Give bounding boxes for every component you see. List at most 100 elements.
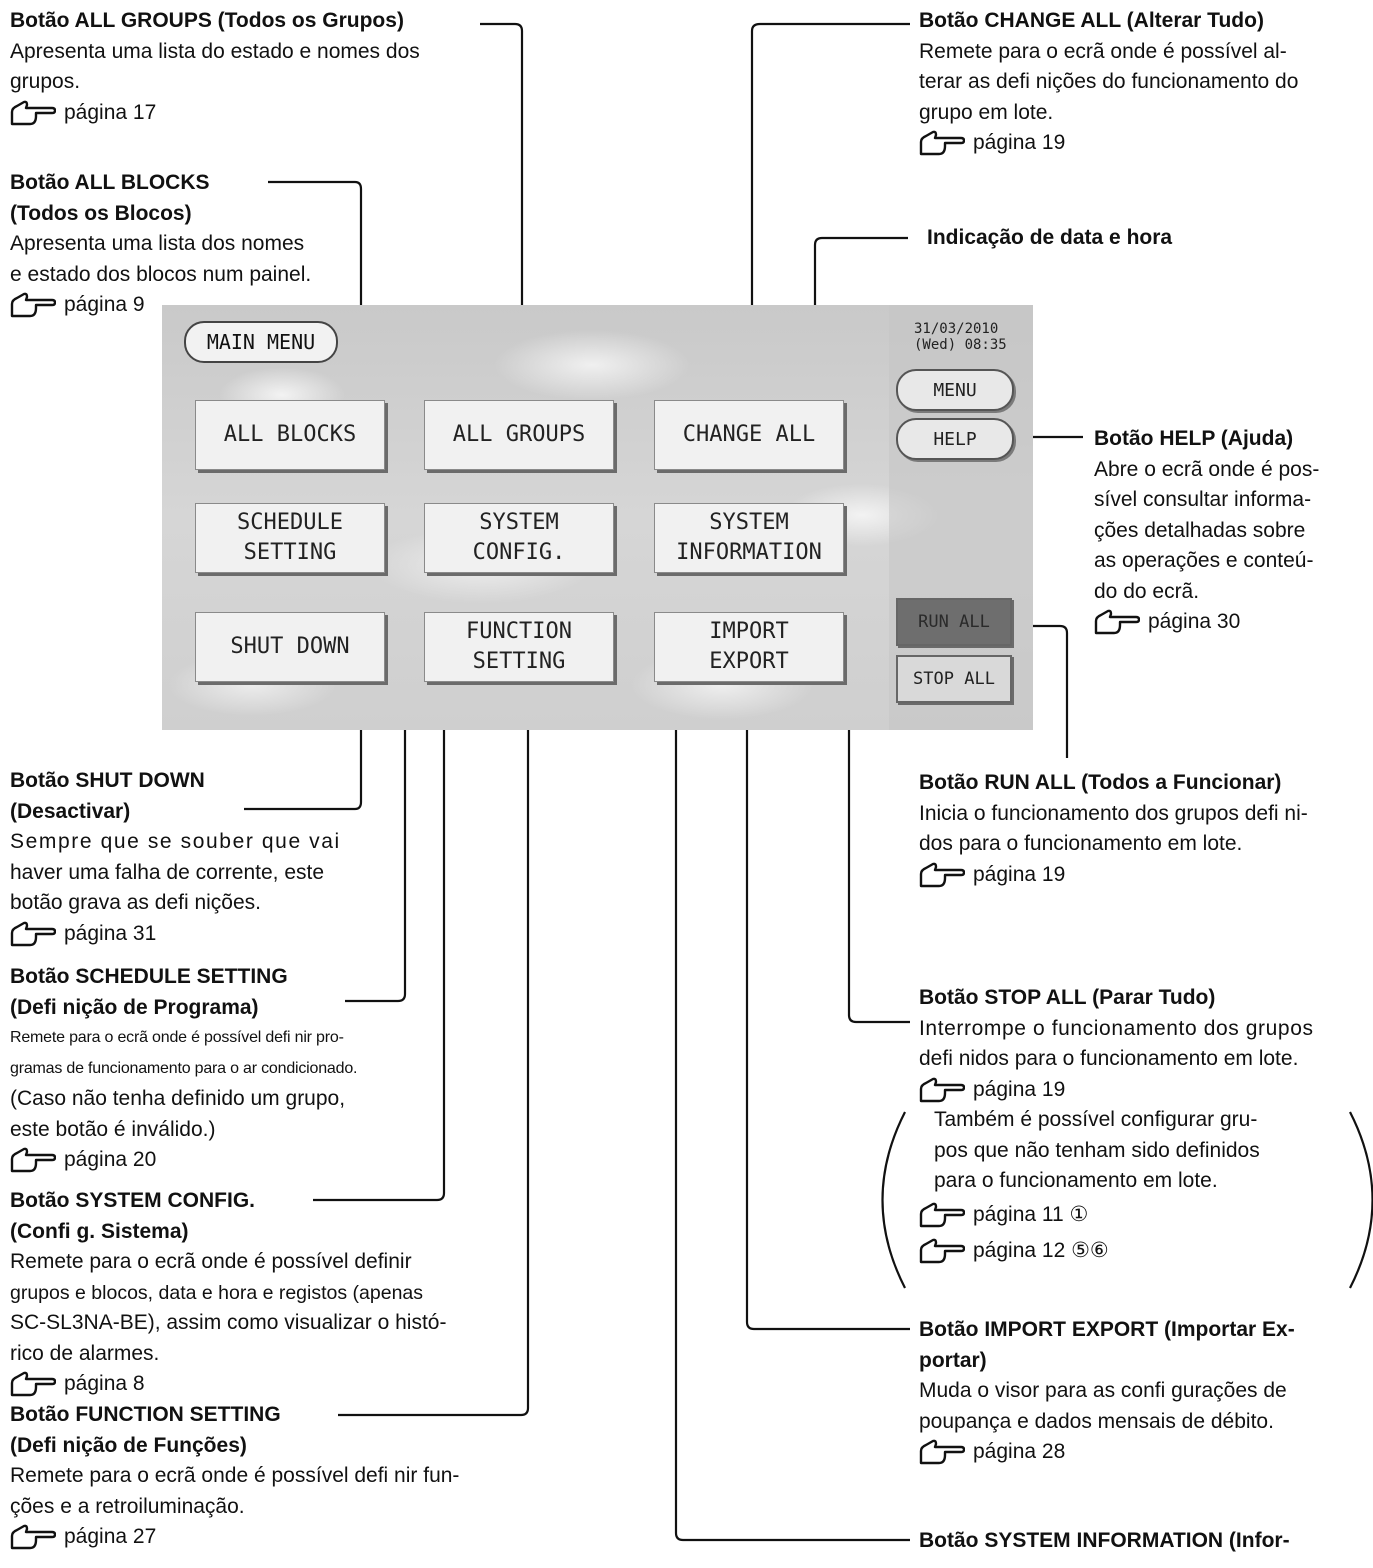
annotation-line: Apresenta uma lista dos nomes — [10, 232, 305, 255]
annotation-line: Remete para o ecrã onde é possível defin… — [10, 1250, 412, 1273]
annotation-line: grupos e blocos, data e hora e registos … — [10, 1281, 424, 1304]
page-reference: página 17 — [10, 98, 490, 129]
pointing-hand-icon — [10, 1371, 56, 1397]
annotation-subtitle: (Defi nição de Programa) — [10, 995, 259, 1019]
pointing-hand-icon — [10, 1524, 56, 1550]
page-reference: página 19 — [919, 860, 1369, 891]
annotation-title: Botão HELP (Ajuda) — [1094, 427, 1294, 450]
annotation-help: Botão HELP (Ajuda) Abre o ecrã onde é po… — [1094, 424, 1364, 638]
annotation-line: ções detalhadas sobre — [1094, 518, 1306, 542]
annotation-line: sível consultar informa- — [1094, 488, 1312, 511]
annotation-line: terar as defi nições do funcionamento do — [919, 70, 1299, 93]
page-reference: página 9 — [10, 290, 370, 321]
annotation-schedule-setting: Botão SCHEDULE SETTING (Defi nição de Pr… — [10, 962, 450, 1176]
annotation-line: grupos. — [10, 70, 81, 93]
help-button[interactable]: HELP — [896, 418, 1014, 460]
import-export-button[interactable]: IMPORT EXPORT — [654, 612, 844, 682]
annotation-function-setting: Botão FUNCTION SETTING (Defi nição de Fu… — [10, 1400, 530, 1553]
annotation-line: Apresenta uma lista do estado e nomes do… — [10, 39, 420, 63]
page-reference: página 30 — [1094, 607, 1364, 638]
annotation-title: Botão SCHEDULE SETTING — [10, 965, 288, 988]
all-groups-button[interactable]: ALL GROUPS — [424, 400, 614, 470]
annotation-line: Remete para o ecrã onde é possível al- — [919, 39, 1287, 63]
main-menu-screen: MAIN MENU 31/03/2010 (Wed) 08:35 ALL BLO… — [162, 305, 1033, 730]
page-reference: página 28 — [919, 1437, 1369, 1468]
system-information-button[interactable]: SYSTEM INFORMATION — [654, 503, 844, 573]
page-reference: página 31 — [10, 919, 400, 950]
system-config-button[interactable]: SYSTEM CONFIG. — [424, 503, 614, 573]
pointing-hand-icon — [919, 1238, 965, 1264]
annotation-date-time: Indicação de data e hora — [927, 223, 1327, 254]
annotation-title: Botão ALL GROUPS (Todos os Grupos) — [10, 9, 404, 32]
annotation-line: Remete para o ecrã onde é possível defi … — [10, 1029, 344, 1046]
annotation-title: Botão SYSTEM CONFIG. — [10, 1189, 256, 1212]
annotation-title: Indicação de data e hora — [927, 226, 1173, 249]
time-text: (Wed) 08:35 — [914, 337, 1007, 353]
pointing-hand-icon — [919, 1439, 965, 1465]
annotation-line: este botão é inválido.) — [10, 1117, 216, 1141]
annotation-title: Botão SHUT DOWN — [10, 769, 205, 792]
annotation-line: SC-SL3NA-BE), assim como visualizar o hi… — [10, 1311, 447, 1334]
annotation-stop-all: Botão STOP ALL (Parar Tudo) Interrompe o… — [919, 983, 1369, 1267]
annotation-title: Botão FUNCTION SETTING — [10, 1403, 281, 1426]
menu-button[interactable]: MENU — [896, 369, 1014, 411]
pointing-hand-icon — [1094, 609, 1140, 635]
annotation-title: Botão SYSTEM INFORMATION (Infor- — [919, 1529, 1290, 1552]
date-text: 31/03/2010 — [914, 321, 999, 337]
annotation-line: Sempre que se souber que vai — [10, 830, 341, 853]
run-all-button[interactable]: RUN ALL — [896, 598, 1012, 646]
page-reference: página 12 ⑤⑥ — [919, 1236, 1369, 1267]
annotation-subtitle: (Desactivar) — [10, 799, 131, 823]
annotation-line: Muda o visor para as confi gurações de — [919, 1379, 1287, 1402]
page-reference: página 11 ① — [919, 1200, 1369, 1231]
annotation-subtitle: (Confi g. Sistema) — [10, 1219, 189, 1243]
annotation-system-information: Botão SYSTEM INFORMATION (Infor- — [919, 1526, 1369, 1557]
all-blocks-button[interactable]: ALL BLOCKS — [195, 400, 385, 470]
annotation-subtitle: portar) — [919, 1348, 987, 1372]
stop-all-button[interactable]: STOP ALL — [896, 655, 1012, 703]
annotation-title: Botão IMPORT EXPORT (Importar Ex- — [919, 1318, 1295, 1341]
page-reference: página 19 — [919, 1075, 1369, 1106]
annotation-line: pos que não tenham sido definidos — [934, 1138, 1260, 1162]
pointing-hand-icon — [919, 130, 965, 156]
page-reference: página 27 — [10, 1522, 530, 1553]
annotation-line: botão grava as defi nições. — [10, 891, 261, 914]
annotation-import-export: Botão IMPORT EXPORT (Importar Ex- portar… — [919, 1315, 1369, 1468]
annotation-line: ções e a retroiluminação. — [10, 1494, 245, 1518]
page-reference: página 19 — [919, 128, 1369, 159]
schedule-setting-button[interactable]: SCHEDULE SETTING — [195, 503, 385, 573]
page-reference: página 8 — [10, 1369, 510, 1400]
pointing-hand-icon — [10, 100, 56, 126]
annotation-line: haver uma falha de corrente, este — [10, 860, 325, 884]
annotation-line: (Caso não tenha definido um grupo, — [10, 1087, 346, 1110]
annotation-line: gramas de funcionamento para o ar condic… — [10, 1059, 358, 1077]
annotation-line: dos para o funcionamento em lote. — [919, 832, 1243, 855]
change-all-button[interactable]: CHANGE ALL — [654, 400, 844, 470]
pointing-hand-icon — [10, 292, 56, 318]
annotation-all-groups: Botão ALL GROUPS (Todos os Grupos) Apres… — [10, 6, 490, 128]
annotation-line: Remete para o ecrã onde é possível defi … — [10, 1464, 460, 1487]
annotation-title: Botão ALL BLOCKS — [10, 171, 210, 194]
annotation-line: Inicia o funcionamento dos grupos defi n… — [919, 801, 1308, 825]
annotation-line: Abre o ecrã onde é pos- — [1094, 457, 1320, 481]
annotation-all-blocks: Botão ALL BLOCKS (Todos os Blocos) Apres… — [10, 168, 370, 321]
annotation-title: Botão STOP ALL (Parar Tudo) — [919, 986, 1216, 1009]
shut-down-button[interactable]: SHUT DOWN — [195, 612, 385, 682]
function-setting-button[interactable]: FUNCTION SETTING — [424, 612, 614, 682]
pointing-hand-icon — [10, 921, 56, 947]
annotation-note: Também é possível configurar gru- pos qu… — [919, 1105, 1369, 1197]
annotation-line: Interrompe o funcionamento dos grupos — [919, 1016, 1314, 1040]
page-reference: página 20 — [10, 1145, 450, 1176]
annotation-subtitle: (Todos os Blocos) — [10, 201, 192, 225]
annotation-subtitle: (Defi nição de Funções) — [10, 1433, 247, 1457]
annotation-title: Botão RUN ALL (Todos a Funcionar) — [919, 771, 1282, 794]
annotation-line: rico de alarmes. — [10, 1341, 160, 1365]
annotation-line: do do ecrã. — [1094, 579, 1200, 603]
pointing-hand-icon — [919, 862, 965, 888]
annotation-line: e estado dos blocos num painel. — [10, 262, 312, 286]
annotation-run-all: Botão RUN ALL (Todos a Funcionar) Inicia… — [919, 768, 1369, 890]
pointing-hand-icon — [919, 1077, 965, 1103]
annotation-system-config: Botão SYSTEM CONFIG. (Confi g. Sistema) … — [10, 1186, 510, 1400]
date-time-display: 31/03/2010 (Wed) 08:35 — [914, 321, 1007, 353]
annotation-line: poupança e dados mensais de débito. — [919, 1409, 1274, 1433]
